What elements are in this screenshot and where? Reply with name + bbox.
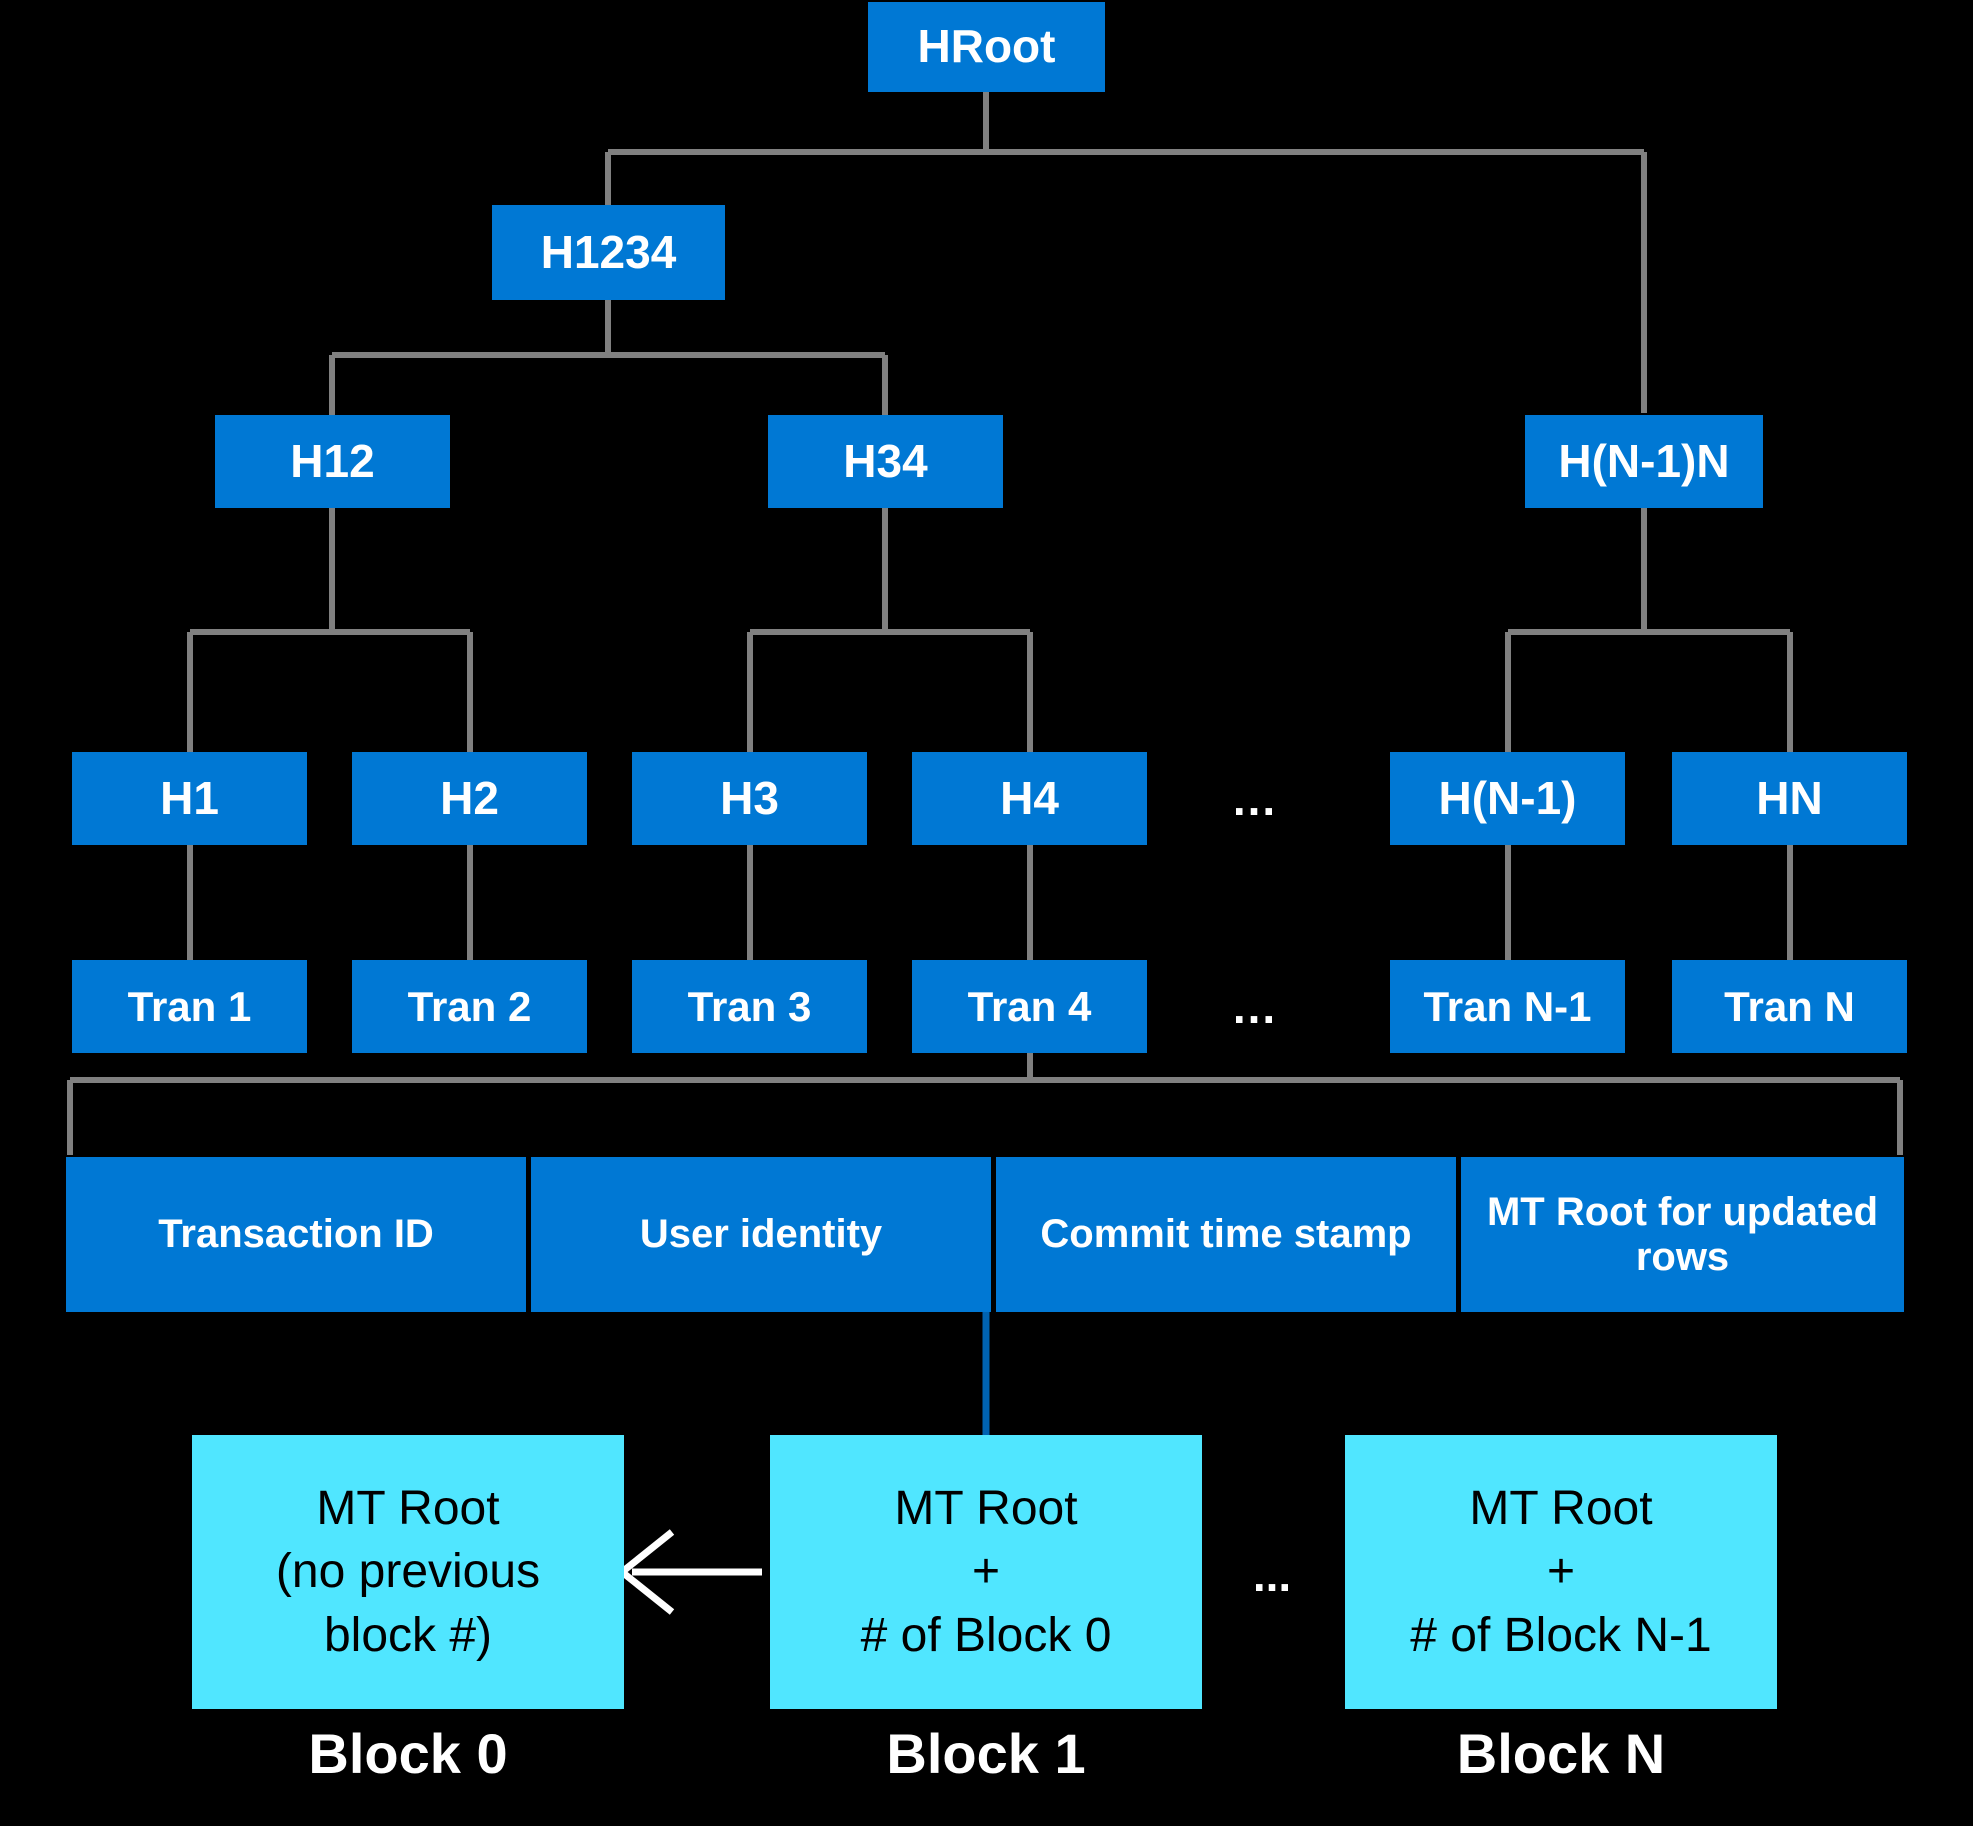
- block-caption-n-label: Block N: [1456, 1721, 1666, 1785]
- block-node-n[interactable]: MT Root + # of Block N-1: [1345, 1435, 1777, 1709]
- node-hn-minus-1[interactable]: H(N-1): [1390, 752, 1625, 845]
- block-node-n-line1: MT Root: [1469, 1481, 1653, 1535]
- node-h1[interactable]: H1: [72, 752, 307, 845]
- node-hroot[interactable]: HRoot: [868, 2, 1105, 92]
- detail-cell-user-identity-label: User identity: [639, 1212, 883, 1257]
- block-node-n-line2: +: [1546, 1545, 1576, 1599]
- node-tran-3-label: Tran 3: [687, 982, 812, 1030]
- detail-cell-mt-root-updated-rows[interactable]: MT Root for updated rows: [1461, 1157, 1904, 1312]
- block-caption-0-label: Block 0: [308, 1721, 508, 1785]
- block-node-1-line1: MT Root: [894, 1481, 1078, 1535]
- detail-cell-commit-time-stamp-label: Commit time stamp: [1040, 1212, 1412, 1257]
- node-h34-label: H34: [843, 434, 928, 487]
- block-chain-arrow: [616, 1529, 762, 1615]
- node-h4[interactable]: H4: [912, 752, 1147, 845]
- node-hn1n[interactable]: H(N-1)N: [1525, 415, 1763, 508]
- node-hn1n-label: H(N-1)N: [1558, 434, 1730, 487]
- node-h12[interactable]: H12: [215, 415, 450, 508]
- block-node-0-line3: block #): [323, 1608, 493, 1662]
- block-caption-1: Block 1: [770, 1715, 1202, 1791]
- block-row-ellipsis: ...: [1212, 1540, 1332, 1610]
- node-tran-n-minus-1-label: Tran N-1: [1423, 982, 1592, 1030]
- block-node-0-line2: (no previous: [275, 1545, 541, 1599]
- block-node-0-line1: MT Root: [316, 1481, 500, 1535]
- block-caption-n: Block N: [1345, 1715, 1777, 1791]
- block-caption-0: Block 0: [192, 1715, 624, 1791]
- node-tran-4[interactable]: Tran 4: [912, 960, 1147, 1053]
- node-tran-2[interactable]: Tran 2: [352, 960, 587, 1053]
- block-node-0[interactable]: MT Root (no previous block #): [192, 1435, 624, 1709]
- node-tran-n[interactable]: Tran N: [1672, 960, 1907, 1053]
- node-tran-n-minus-1[interactable]: Tran N-1: [1390, 960, 1625, 1053]
- node-h1234[interactable]: H1234: [492, 205, 725, 300]
- node-h3[interactable]: H3: [632, 752, 867, 845]
- hash-row-ellipsis: ...: [1200, 752, 1310, 845]
- node-tran-4-label: Tran 4: [967, 982, 1092, 1030]
- node-tran-1[interactable]: Tran 1: [72, 960, 307, 1053]
- detail-cell-mt-root-updated-rows-label: MT Root for updated rows: [1486, 1189, 1879, 1279]
- node-hn-minus-1-label: H(N-1): [1438, 771, 1577, 824]
- node-hn-label: HN: [1756, 771, 1823, 824]
- transaction-row-ellipsis-label: ...: [1232, 980, 1278, 1033]
- node-hroot-label: HRoot: [917, 20, 1056, 73]
- detail-cell-commit-time-stamp[interactable]: Commit time stamp: [996, 1157, 1456, 1312]
- block-node-1[interactable]: MT Root + # of Block 0: [770, 1435, 1202, 1709]
- block-node-1-line3: # of Block 0: [860, 1608, 1112, 1662]
- node-tran-n-label: Tran N: [1724, 982, 1855, 1030]
- node-h3-label: H3: [720, 771, 779, 824]
- node-h34[interactable]: H34: [768, 415, 1003, 508]
- block-node-n-line3: # of Block N-1: [1410, 1608, 1712, 1662]
- transaction-row-ellipsis: ...: [1200, 960, 1310, 1053]
- node-h2[interactable]: H2: [352, 752, 587, 845]
- node-h1-label: H1: [160, 771, 219, 824]
- hash-row-ellipsis-label: ...: [1232, 772, 1278, 825]
- node-h1234-label: H1234: [540, 225, 677, 278]
- block-caption-1-label: Block 1: [886, 1721, 1086, 1785]
- node-hn[interactable]: HN: [1672, 752, 1907, 845]
- node-tran-1-label: Tran 1: [127, 982, 252, 1030]
- detail-cell-transaction-id[interactable]: Transaction ID: [66, 1157, 526, 1312]
- block-node-1-line2: +: [971, 1545, 1001, 1599]
- block-row-ellipsis-label: ...: [1252, 1549, 1292, 1601]
- detail-cell-user-identity[interactable]: User identity: [531, 1157, 991, 1312]
- node-h12-label: H12: [290, 434, 375, 487]
- node-h4-label: H4: [1000, 771, 1059, 824]
- node-tran-2-label: Tran 2: [407, 982, 532, 1030]
- node-tran-3[interactable]: Tran 3: [632, 960, 867, 1053]
- node-h2-label: H2: [440, 771, 499, 824]
- tree-connectors: [67, 92, 1903, 1155]
- detail-cell-transaction-id-label: Transaction ID: [158, 1212, 434, 1257]
